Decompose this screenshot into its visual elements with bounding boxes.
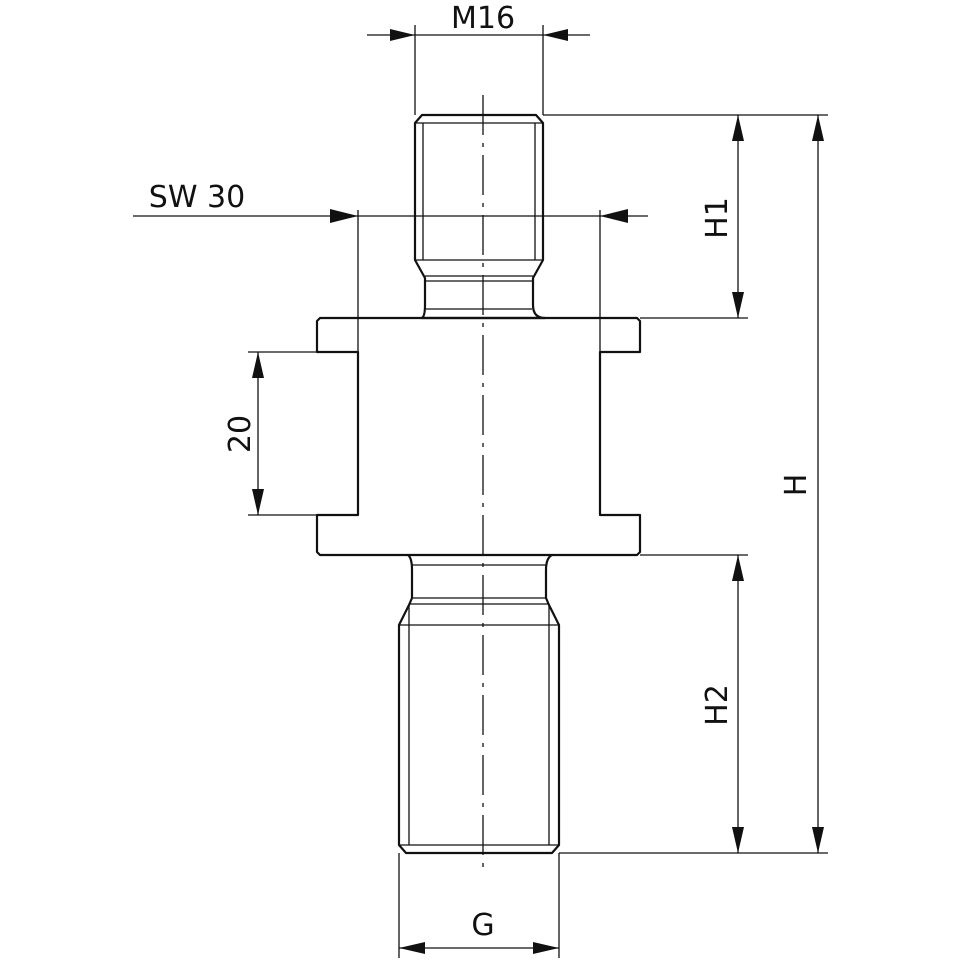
dimension-h1: H1 (543, 114, 828, 319)
hex-body (315, 316, 642, 557)
arrowhead (390, 29, 415, 41)
dimension-label-m16: M16 (451, 1, 515, 36)
arrowhead (732, 292, 744, 318)
dimension-h: H (779, 115, 824, 853)
dimension-20: 20 (223, 351, 358, 516)
arrowhead (600, 209, 628, 223)
arrowhead (732, 827, 744, 853)
arrowhead (732, 115, 744, 141)
dimension-h2: H2 (559, 554, 828, 854)
arrowhead (252, 352, 264, 378)
dimension-label-g: G (471, 908, 494, 943)
arrowhead (399, 942, 425, 954)
top-threaded-stud (413, 113, 547, 320)
dimension-label-h2: H2 (700, 684, 735, 726)
dimension-label-sw30: SW 30 (149, 180, 245, 215)
arrowhead (252, 489, 264, 515)
dimension-label-20: 20 (223, 415, 258, 453)
arrowhead (812, 115, 824, 141)
bottom-threaded-stud (397, 554, 561, 855)
arrowhead (812, 827, 824, 853)
dimension-g: G (398, 853, 560, 958)
arrowhead (533, 942, 559, 954)
arrowhead (543, 29, 568, 41)
dimension-sw30: SW 30 (133, 180, 648, 352)
dimension-label-h: H (779, 474, 814, 497)
dimension-label-h1: H1 (700, 197, 735, 239)
dimension-m16: M16 (367, 1, 590, 115)
arrowhead (330, 209, 358, 223)
arrowhead (732, 555, 744, 581)
